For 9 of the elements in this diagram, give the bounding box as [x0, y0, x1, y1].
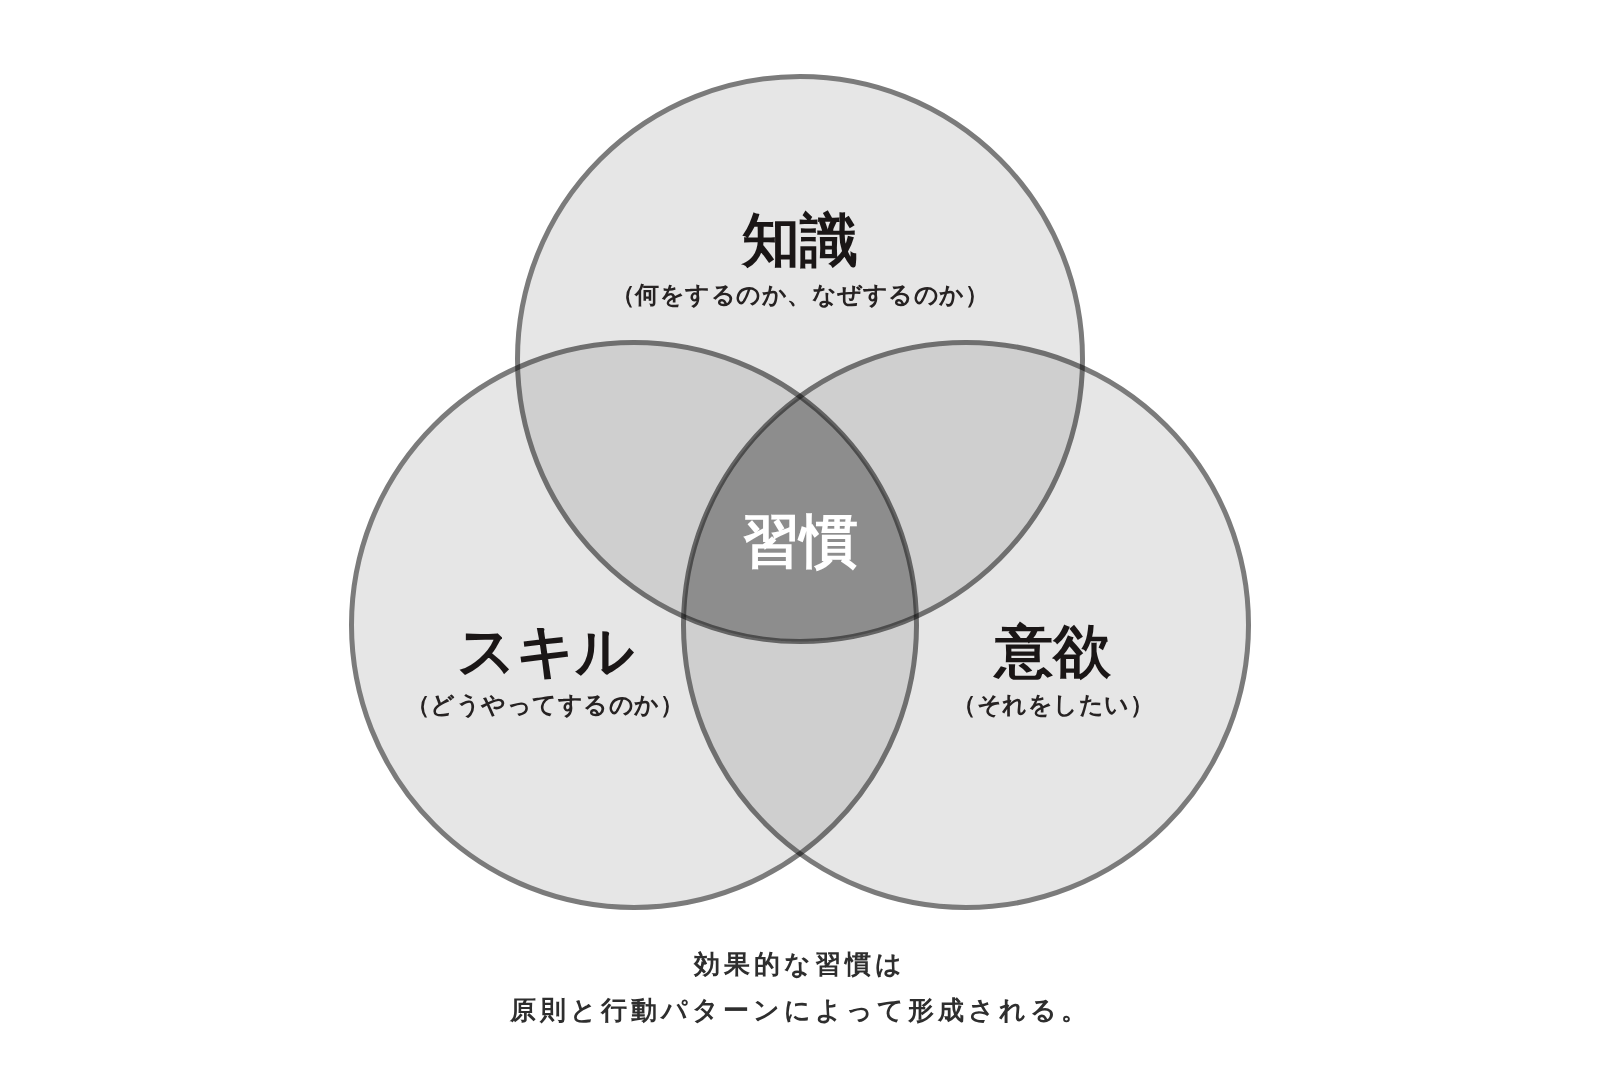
venn-center-region [683, 396, 917, 642]
circle-title: 知識 [742, 206, 858, 274]
circle-subtitle: （どうやってするのか） [405, 692, 685, 720]
circle-subtitle: （それをしたい） [952, 692, 1154, 720]
circle-subtitle: （何をするのか、なぜするのか） [610, 282, 990, 310]
circle-title: スキル [456, 617, 634, 685]
center-label: 習慣 [742, 507, 858, 575]
circle-title: 意欲 [995, 617, 1111, 685]
caption: 効果的な習慣は原則と行動パターンによって形成される。 [509, 948, 1091, 1027]
